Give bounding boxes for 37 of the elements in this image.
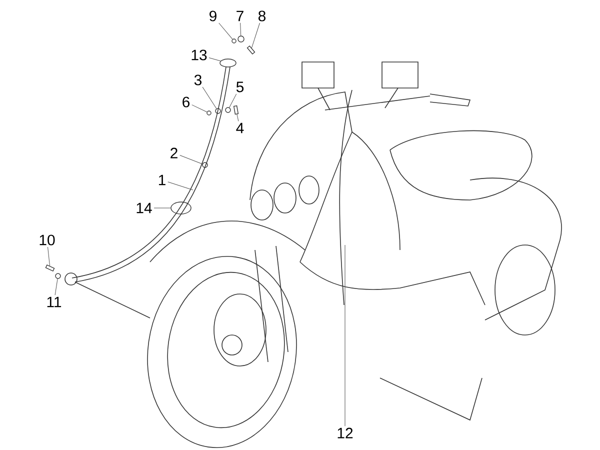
part-ring [55,273,61,279]
callout-number: 4 [236,122,244,134]
callout-number: 10 [40,234,55,246]
leader-line [236,114,239,122]
callout-number: 5 [236,82,244,92]
callout-number: 6 [182,96,190,108]
leader-line [229,94,237,108]
leader-line [208,58,221,62]
callout-number: 11 [47,296,62,308]
callout-number: 2 [170,148,178,158]
leader-line [192,104,208,112]
screw [233,105,239,115]
part-ring [238,36,244,42]
part-ring [170,202,192,214]
leader-line [54,278,58,296]
leader-line [218,22,233,40]
part-ring [206,110,212,116]
callout-number: 13 [192,50,207,60]
callout-number: 3 [194,74,202,86]
callout-number: 9 [210,10,216,22]
part-ring [232,38,236,44]
leader-line [202,86,217,109]
leader-line [168,182,194,190]
part-ring [225,107,231,113]
part-ring [215,108,221,114]
part-ring [220,58,236,68]
callout-number: 1 [158,174,166,186]
callout-number: 8 [258,10,266,22]
callout-number: 14 [136,202,152,214]
part-ring [202,162,208,168]
leader-line [344,244,346,426]
leader-line [48,246,50,266]
leader-line [251,22,260,48]
leader-line [180,155,203,164]
callout-number: 12 [338,428,353,438]
callout-number: 7 [236,10,244,22]
leader-line [240,22,242,36]
